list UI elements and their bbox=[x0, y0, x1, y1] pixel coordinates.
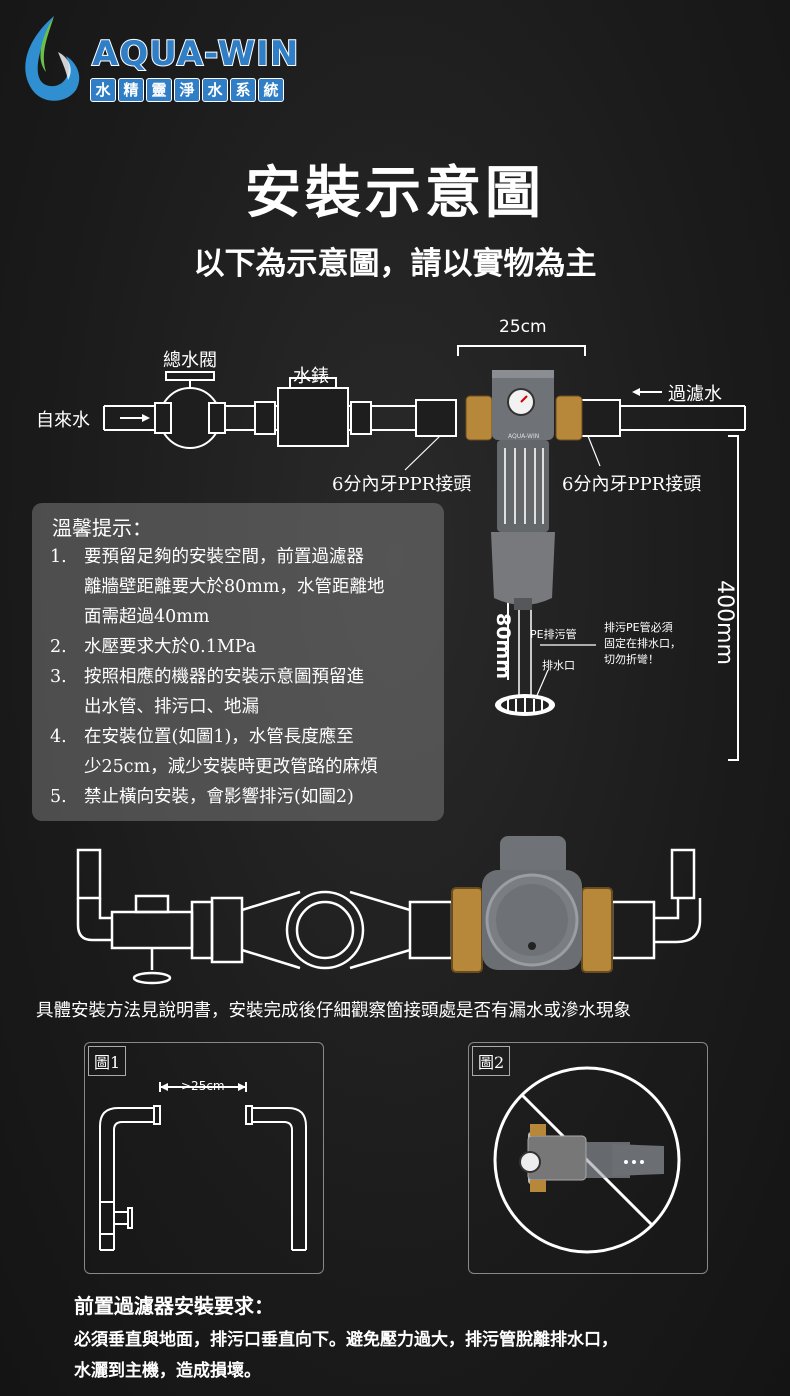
pe-pipe-label: PE排污管 bbox=[530, 628, 577, 641]
figure-2 bbox=[468, 1042, 708, 1274]
brand-name: AQUA-WIN bbox=[91, 33, 300, 75]
brand-subtitle: 水精靈淨水系統 bbox=[90, 78, 284, 102]
top-view-diagram bbox=[76, 836, 702, 985]
brand-logo-icon bbox=[25, 16, 80, 101]
tip-item: 1. 要預留足夠的安裝空間，前置過濾器離牆壁距離要大於80mm，水管距離地面需超… bbox=[50, 547, 385, 627]
connector-left-label: 6分內牙PPR接頭 bbox=[332, 474, 472, 495]
installation-note: 具體安裝方法見說明書，安裝完成後仔細觀察箇接頭處是否有漏水或滲水現象 bbox=[36, 1001, 631, 1021]
tips-title: 溫馨提示： bbox=[52, 516, 152, 540]
floor-gap-label: 80mm bbox=[492, 612, 515, 680]
drain-label: 排水口 bbox=[542, 659, 575, 672]
connector-right-label: 6分內牙PPR接頭 bbox=[562, 474, 702, 495]
page-title: 安裝示意圖 bbox=[245, 161, 545, 226]
main-valve-label: 總水閥 bbox=[163, 350, 217, 371]
figure-2-prohibited-icon bbox=[493, 1066, 681, 1254]
tip-item: 5. 禁止橫向安裝，會影響排污(如圖2) bbox=[50, 787, 354, 807]
tip-item: 2. 水壓要求大於0.1MPa bbox=[50, 637, 257, 657]
requirements-body: 必須垂直與地面，排污口垂直向下。避免壓力過大，排污管脫離排水口， 水灑到主機，造… bbox=[74, 1330, 618, 1381]
figure-2-tag: 圖2 bbox=[472, 1046, 511, 1076]
tips-panel bbox=[32, 503, 444, 821]
tip-item: 4. 在安裝位置(如圖1)，水管長度應至少25cm，減少安裝時更改管路的麻煩 bbox=[50, 727, 378, 777]
meter-label: 水錶 bbox=[293, 366, 329, 387]
width-label: 25cm bbox=[499, 317, 547, 337]
figure-1-dim-label: >25cm bbox=[181, 1079, 225, 1093]
height-label: 400mm bbox=[711, 580, 737, 665]
requirements-title: 前置過濾器安裝要求： bbox=[74, 1294, 274, 1318]
tip-item: 3. 按照相應的機器的安裝示意圖預留進出水管、排污口、地漏 bbox=[50, 667, 364, 717]
inlet-label: 自來水 bbox=[36, 410, 90, 431]
pe-note: 排污PE管必須 固定在排水口， 切勿折彎！ bbox=[604, 621, 681, 666]
figure-1-diagram bbox=[99, 1082, 307, 1251]
figure-1-tag: 圖1 bbox=[88, 1046, 127, 1076]
installation-diagram bbox=[155, 370, 620, 712]
figure-1 bbox=[84, 1042, 324, 1274]
outlet-label: 過濾水 bbox=[668, 384, 722, 405]
filter-brand-label: AQUA-WIN bbox=[508, 433, 540, 440]
page-subtitle: 以下為示意圖，請以實物為主 bbox=[193, 246, 597, 282]
